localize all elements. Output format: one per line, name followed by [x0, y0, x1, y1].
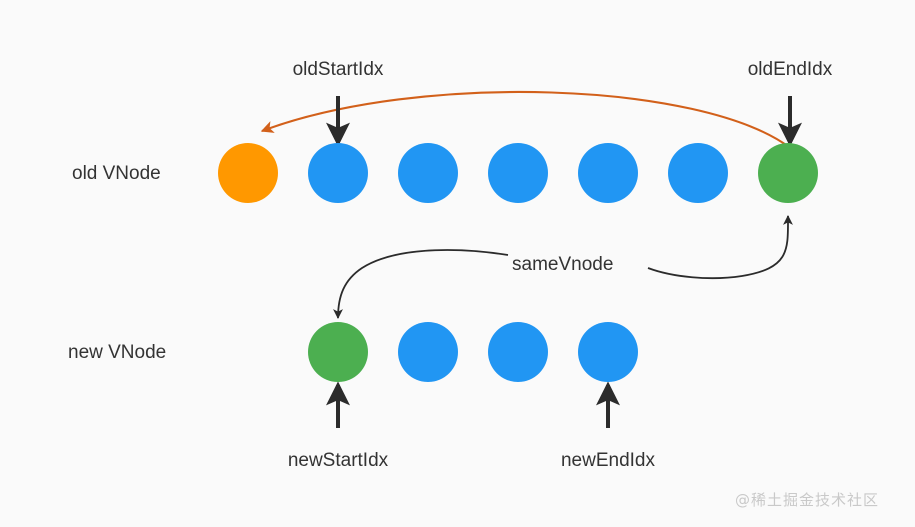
old-node-4[interactable] [578, 143, 638, 203]
new-node-2[interactable] [488, 322, 548, 382]
new-node-0[interactable] [308, 322, 368, 382]
old-node-1[interactable] [308, 143, 368, 203]
same-vnode-label: sameVnode [512, 254, 614, 275]
old-node-6[interactable] [758, 143, 818, 203]
old-node-0[interactable] [218, 143, 278, 203]
old-end-idx-label: oldEndIdx [747, 59, 833, 80]
watermark: @稀土掘金技术社区 [735, 491, 880, 509]
same-vnode-connector-right [647, 215, 793, 280]
new-start-idx-label: newStartIdx [287, 450, 389, 471]
old-node-2[interactable] [398, 143, 458, 203]
new-node-3[interactable] [578, 322, 638, 382]
new-end-idx-label: newEndIdx [560, 450, 655, 471]
new-node-1[interactable] [398, 322, 458, 382]
move-right-to-left-arrow [260, 90, 790, 148]
same-vnode-connector-left [333, 249, 509, 319]
old-start-idx-label: oldStartIdx [292, 59, 384, 80]
new-row-label: new VNode [68, 342, 167, 363]
old-node-5[interactable] [668, 143, 728, 203]
old-row-label: old VNode [72, 163, 161, 184]
old-node-3[interactable] [488, 143, 548, 203]
